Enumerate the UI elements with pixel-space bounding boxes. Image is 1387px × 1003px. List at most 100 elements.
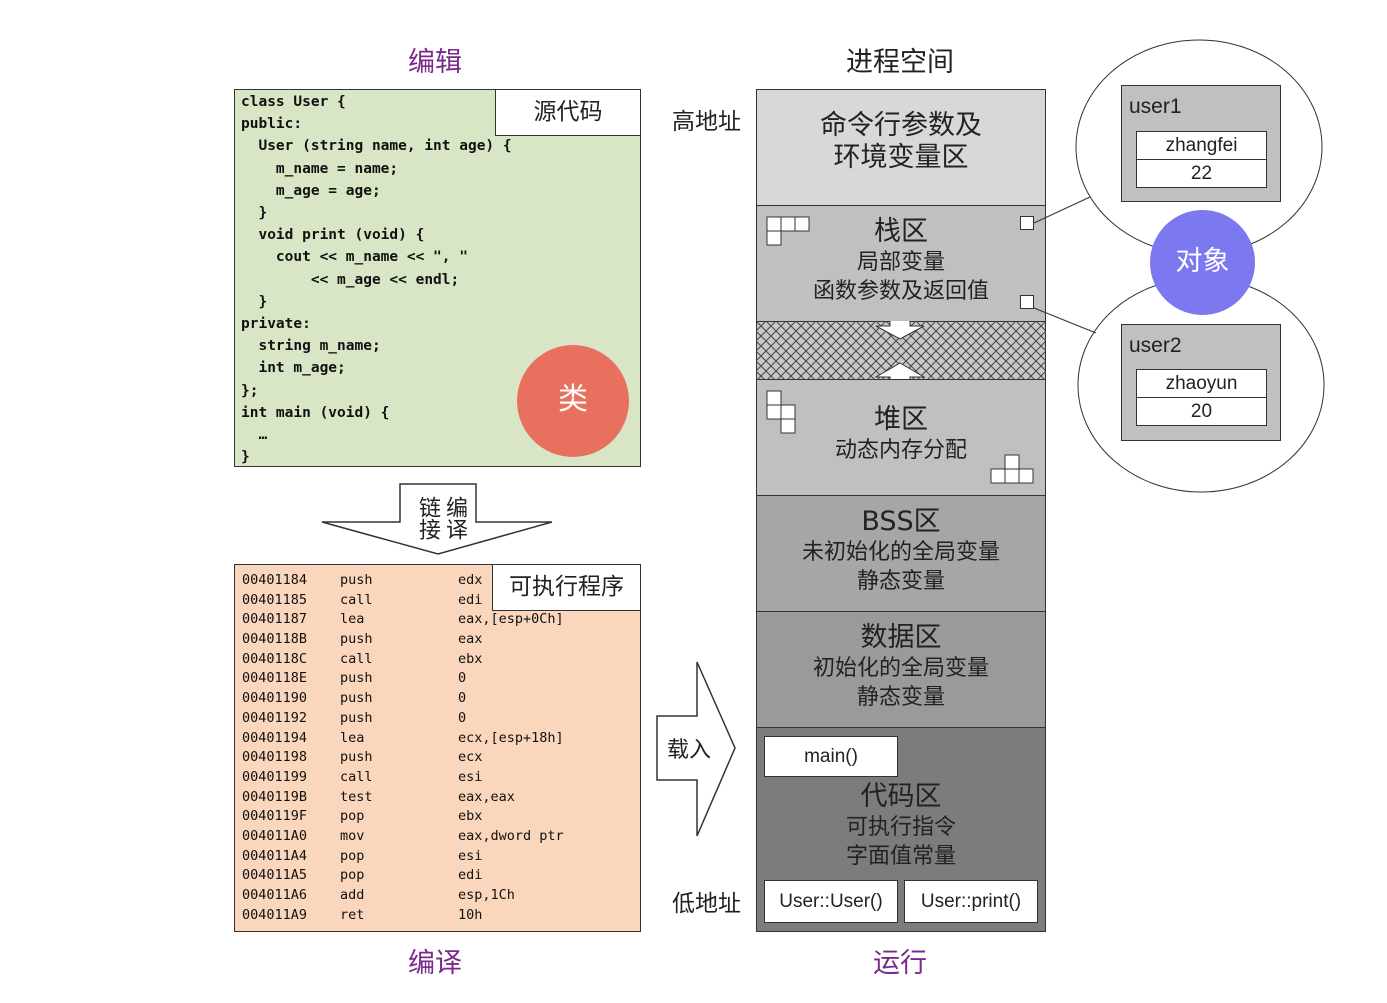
assembly-opcode: call <box>340 650 373 667</box>
compile-link-line1: 编译 <box>442 496 467 540</box>
assembly-address: 0040118B <box>242 631 308 648</box>
assembly-opcode: call <box>340 768 373 785</box>
assembly-address: 00401192 <box>242 709 308 726</box>
assembly-operand: ecx <box>458 749 483 766</box>
code-segment-title: 代码区 <box>860 781 942 812</box>
assembly-operand: ecx,[esp+18h] <box>458 729 564 746</box>
assembly-opcode: push <box>340 709 373 726</box>
assembly-address: 00401194 <box>242 729 308 746</box>
load-arrow <box>656 661 736 837</box>
assembly-opcode: push <box>340 670 373 687</box>
free-memory-gap <box>756 321 1046 380</box>
assembly-address: 0040119F <box>242 808 308 825</box>
assembly-operand: edx <box>458 572 483 588</box>
assembly-opcode: test <box>340 788 373 805</box>
low-address-label: 低地址 <box>672 891 741 917</box>
assembly-address: 00401190 <box>242 690 308 707</box>
source-code-line: << m_age << endl; <box>241 271 460 288</box>
assembly-operand: 10h <box>458 906 483 923</box>
assembly-address: 00401187 <box>242 611 308 628</box>
source-code-line: } <box>241 449 250 466</box>
bss-segment: BSS区 未初始化的全局变量 静态变量 <box>756 495 1046 612</box>
assembly-row: 00401184 push edx <box>242 571 564 591</box>
stack-segment-sub2: 函数参数及返回值 <box>812 279 989 304</box>
assembly-opcode: mov <box>340 827 365 844</box>
assembly-operand: 0 <box>458 670 467 687</box>
assembly-opcode: push <box>340 572 373 588</box>
assembly-operand: edi <box>458 591 483 608</box>
assembly-operand: eax <box>458 631 483 648</box>
env-segment-title: 命令行参数及 <box>820 110 982 141</box>
code-segment-sub1: 可执行指令 <box>845 815 956 840</box>
assembly-operand: ebx <box>458 650 483 667</box>
edit-title: 编辑 <box>408 47 462 78</box>
source-code-line: void print (void) { <box>241 227 425 244</box>
assembly-opcode: lea <box>340 729 365 746</box>
compile-link-line2: 链接 <box>415 496 440 540</box>
assembly-opcode: ret <box>340 906 365 923</box>
data-segment-sub2: 静态变量 <box>856 685 945 710</box>
assembly-address: 00401184 <box>242 572 308 588</box>
assembly-address: 004011A5 <box>242 867 308 884</box>
bss-segment-sub2: 静态变量 <box>856 569 945 594</box>
source-code-line: m_name = name; <box>241 160 399 177</box>
source-code-line: public: <box>241 116 303 133</box>
stack-ref-square-1 <box>1020 216 1034 230</box>
user2-object: user2 zhaoyun 20 <box>1121 324 1281 441</box>
assembly-operand: ebx <box>458 808 483 825</box>
source-code-line: }; <box>241 382 259 399</box>
user-ctor-function-box: User::User() <box>764 880 898 923</box>
source-code-line: string m_name; <box>241 338 381 355</box>
assembly-address: 004011A9 <box>242 906 308 923</box>
assembly-operand: eax,[esp+0Ch] <box>458 611 564 628</box>
assembly-row: 00401198 push ecx <box>242 748 564 768</box>
assembly-address: 004011A6 <box>242 887 308 903</box>
assembly-operand: esi <box>458 768 483 785</box>
assembly-operand: esp,1Ch <box>458 887 515 903</box>
main-function-box: main() <box>764 736 898 777</box>
assembly-operand: eax,dword ptr <box>458 827 564 844</box>
assembly-row: 004011A9 ret 10h <box>242 906 564 926</box>
source-code-panel: class User {public: User (string name, i… <box>234 89 641 467</box>
assembly-opcode: lea <box>340 611 365 628</box>
stack-ref-square-2 <box>1020 295 1034 309</box>
assembly-address: 00401198 <box>242 749 308 766</box>
assembly-operand: eax,eax <box>458 788 515 805</box>
user-print-function-box: User::print() <box>904 880 1038 923</box>
heap-block-icon-left <box>766 390 796 434</box>
user2-age-field: 20 <box>1136 397 1267 426</box>
assembly-opcode: push <box>340 749 373 766</box>
data-segment-sub1: 初始化的全局变量 <box>812 656 989 681</box>
object-badge-label: 对象 <box>1175 246 1230 277</box>
assembly-operand: 0 <box>458 690 467 707</box>
source-code-line: int main (void) { <box>241 404 390 421</box>
stack-segment-sub1: 局部变量 <box>856 250 945 275</box>
source-code-line: m_age = age; <box>241 182 381 199</box>
assembly-address: 0040118C <box>242 650 308 667</box>
code-segment-sub2: 字面值常量 <box>845 844 956 869</box>
compile-link-label: 编译 链接 <box>408 490 468 546</box>
source-code-label: 源代码 <box>495 89 641 136</box>
source-code-line: } <box>241 205 268 222</box>
source-code-line: private: <box>241 316 311 333</box>
data-segment-title: 数据区 <box>860 622 942 653</box>
source-code-line: int m_age; <box>241 360 346 377</box>
assembly-opcode: pop <box>340 808 365 825</box>
executable-label: 可执行程序 <box>492 564 641 611</box>
assembly-opcode: pop <box>340 867 365 884</box>
source-code-line: class User { <box>241 94 346 110</box>
source-code-text: class User {public: User (string name, i… <box>241 91 512 468</box>
run-title: 运行 <box>873 948 927 979</box>
